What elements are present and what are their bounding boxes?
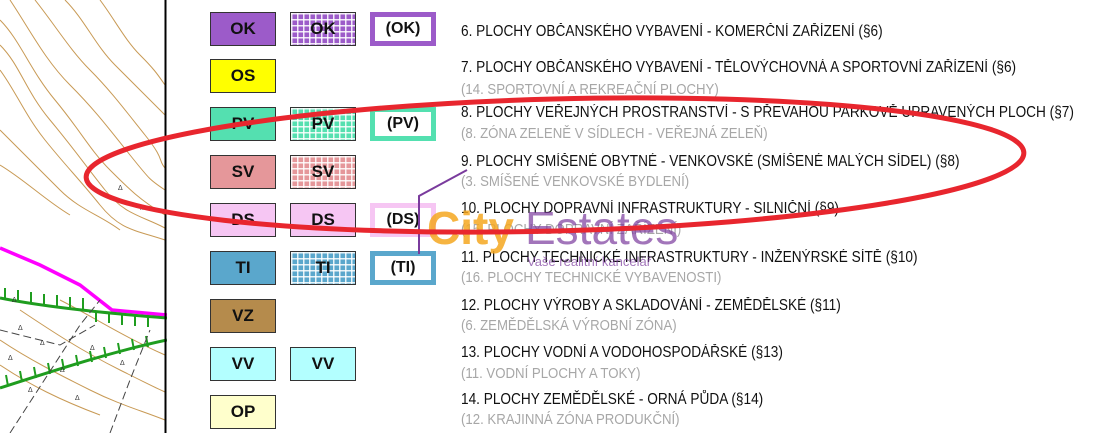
contour-lines [0,0,166,421]
legend-row-pv: PV PV (PV) 8. PLOCHY VEŘEJNÝCH PROSTRANS… [0,104,1102,151]
magenta-boundary [0,246,167,317]
svg-text:Δ: Δ [12,297,17,304]
svg-text:Δ: Δ [90,345,95,352]
swatch-vv-solid-2: VV [290,347,356,381]
legend-row-vz: VZ 12. PLOCHY VÝROBY A SKLADOVÁNÍ - ZEMĚ… [0,297,1102,343]
legend-subtitle: (12. KRAJINNÁ ZÓNA PRODUKČNÍ) [461,411,680,428]
swatch-ds-solid: DS [210,203,276,237]
swatch-pv-solid: PV [210,107,276,141]
legend-subtitle: (6. ZEMĚDĚLSKÁ VÝROBNÍ ZÓNA) [461,317,677,334]
legend-title: 9. PLOCHY SMÍŠENÉ OBYTNÉ - VENKOVSKÉ (SM… [461,153,960,170]
legend-subtitle: (11. VODNÍ PLOCHY A TOKY) [461,365,641,382]
svg-text:Δ: Δ [8,355,13,362]
svg-text:Δ: Δ [40,340,45,347]
legend-row-sv: SV SV 9. PLOCHY SMÍŠENÉ OBYTNÉ - VENKOVS… [0,153,1102,199]
swatch-ti-solid: TI [210,251,276,285]
swatch-vv-solid: VV [210,347,276,381]
swatch-os-solid: OS [210,59,276,93]
legend-title: 6. PLOCHY OBČANSKÉHO VYBAVENÍ - KOMERČNÍ… [461,23,883,40]
legend-row-vv: VV VV 13. PLOCHY VODNÍ A VODOHOSPODÁŘSKÉ… [0,344,1102,391]
swatch-ti-frame: (TI) [370,251,436,285]
swatch-pv-grid: PV [290,107,356,141]
swatch-ti-grid: TI [290,251,356,285]
swatch-sv-solid: SV [210,155,276,189]
swatch-vz-solid: VZ [210,299,276,333]
swatch-ok-frame: (OK) [370,12,436,46]
svg-text:Δ: Δ [120,360,125,367]
svg-text:Δ: Δ [28,387,33,394]
svg-text:Δ: Δ [60,367,65,374]
swatch-ok-solid: OK [210,12,276,46]
legend-row-ok: OK OK (OK) 6. PLOCHY OBČANSKÉHO VYBAVENÍ… [0,12,1102,56]
legend-title: 14. PLOCHY ZEMĚDĚLSKÉ - ORNÁ PŮDA (§14) [461,391,764,408]
dashed-lines [0,299,151,433]
legend-subtitle: (3. SMÍŠENÉ VENKOVSKÉ BYDLENÍ) [461,173,690,190]
legend-row-op: OP 14. PLOCHY ZEMĚDĚLSKÉ - ORNÁ PŮDA (§1… [0,391,1102,439]
legend-title: 11. PLOCHY TECHNICKÉ INFRASTRUKTURY - IN… [461,249,918,266]
legend-subtitle: (8. ZÓNA ZELENĚ V SÍDLECH - VEŘEJNÁ ZELE… [461,125,768,142]
legend-subtitle: (16. PLOCHY TECHNICKÉ VYBAVENOSTI) [461,269,722,286]
legend-title: 13. PLOCHY VODNÍ A VODOHOSPODÁŘSKÉ (§13) [461,344,783,361]
legend-row-ti: TI TI (TI) 11. PLOCHY TECHNICKÉ INFRASTR… [0,249,1102,295]
swatch-op-solid: OP [210,395,276,429]
legend-row-os: OS 7. PLOCHY OBČANSKÉHO VYBAVENÍ - TĚLOV… [0,59,1102,103]
legend-title: 12. PLOCHY VÝROBY A SKLADOVÁNÍ - ZEMĚDĚL… [461,297,841,314]
legend-title: 10. PLOCHY DOPRAVNÍ INFRASTRUKTURY - SIL… [461,200,839,217]
svg-text:Δ: Δ [75,395,80,402]
swatch-ds-solid-2: DS [290,203,356,237]
green-border-lines [0,296,167,390]
svg-text:Δ: Δ [18,325,23,332]
legend-subtitle: (14. SPORTOVNÍ A REKREAČNÍ PLOCHY) [461,81,719,98]
legend-title: 8. PLOCHY VEŘEJNÝCH PROSTRANSTVÍ - S PŘE… [461,104,1074,121]
swatch-ds-frame: (DS) [370,203,436,237]
swatch-ok-grid: OK [290,12,356,46]
swatch-sv-grid: SV [290,155,356,189]
legend-subtitle: (15. PLOCHY DOPRAVNÍ ZAŘÍZENÍ) [461,221,682,238]
legend-title: 7. PLOCHY OBČANSKÉHO VYBAVENÍ - TĚLOVÝCH… [461,59,1017,76]
legend-row-ds: DS DS (DS) 10. PLOCHY DOPRAVNÍ INFRASTRU… [0,200,1102,247]
swatch-pv-frame: (PV) [370,107,436,141]
